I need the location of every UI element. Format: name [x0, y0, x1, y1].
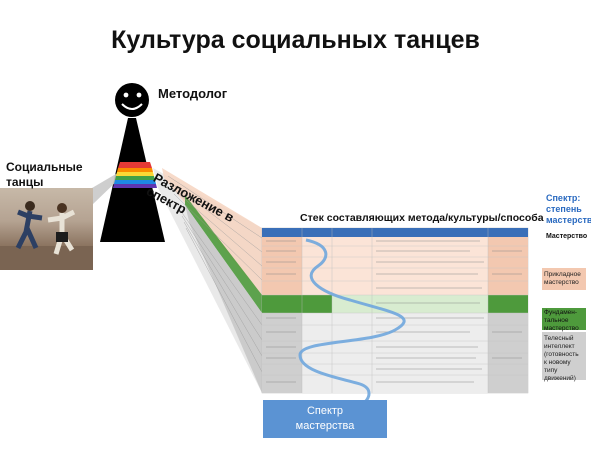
social-dances-line1: Социальные [6, 160, 83, 174]
dancers-photo [0, 188, 93, 270]
right-eye [136, 92, 142, 98]
legend-body-line2: интеллект [544, 343, 575, 350]
legend-fundamental: Фундамен- тальное мастерство [542, 307, 586, 335]
methodologist-label: Методолог [158, 86, 228, 101]
spectrum-heading: Спектр: степень мастерства [546, 193, 591, 226]
prism-rainbow [113, 162, 157, 188]
legend-body-line5: типу [544, 367, 558, 374]
legend-body: Телесный интеллект (готовность к новому … [542, 333, 586, 385]
spectrum-box: Спектр мастерства [263, 400, 387, 438]
legend-body-line3: (готовность [544, 351, 579, 358]
legend-body-line1: Телесный [544, 335, 574, 342]
social-dances-label: Социальные танцы [6, 160, 83, 190]
legend-applied: Прикладное мастерство [542, 269, 586, 289]
methodologist-head [115, 83, 149, 117]
stack-title: Стек составляющих метода/культуры/способ… [300, 212, 544, 224]
mastery-wave [298, 238, 406, 408]
input-beam [92, 171, 121, 205]
spectrum-heading-line3: мастерства [546, 215, 591, 225]
stack-table [261, 227, 529, 408]
page-title: Культура социальных танцев [111, 26, 480, 54]
legend-fundamental-line3: мастерство [544, 325, 579, 332]
legend-fundamental-box [542, 308, 586, 330]
fan-green-band [185, 195, 262, 313]
social-dances-line2: танцы [6, 175, 44, 189]
spectrum-box-line1: Спектр [306, 405, 344, 417]
mastery-label: Мастерство [546, 233, 588, 240]
smile [121, 103, 143, 110]
spectrum-box-line2: мастерства [295, 420, 355, 432]
legend-fundamental-line1: Фундамен- [544, 309, 578, 316]
left-eye [123, 92, 129, 98]
spectrum-heading-line1: Спектр: [546, 193, 581, 203]
legend-applied-line2: мастерство [544, 279, 579, 286]
legend-applied-box [542, 268, 586, 290]
spectrum-heading-line2: степень [546, 204, 582, 214]
fan-text-lines [167, 175, 263, 373]
legend-body-box [542, 332, 586, 380]
legend-body-line4: к новому [544, 359, 571, 366]
legend-applied-line1: Прикладное [544, 271, 581, 278]
legend-body-line6: движений) [544, 375, 576, 382]
legend-fundamental-line2: тальное [544, 317, 569, 324]
